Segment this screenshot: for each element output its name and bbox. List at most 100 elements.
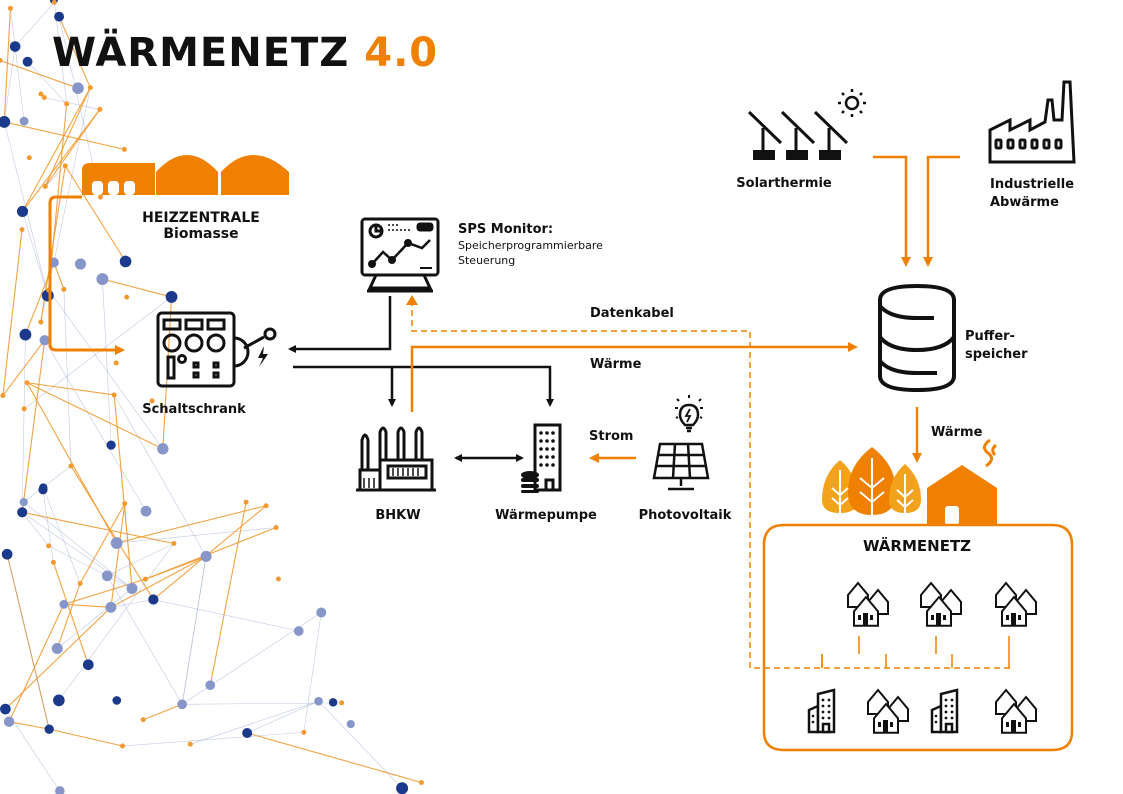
network-node [64,101,70,107]
netz-connectors [821,636,1010,668]
strom-label: Strom [589,429,634,444]
solarthermie-line [873,155,911,267]
network-edge [318,701,403,789]
network-node [72,82,84,94]
network-edge [14,46,25,122]
network-edge [57,588,133,649]
sun-icon [838,89,866,117]
network-edge [49,728,123,747]
building-house-cluster [867,688,909,734]
network-node [24,380,30,386]
abwaerme-label: Industrielle Abwärme [990,176,1074,212]
network-edge [22,511,175,545]
network-node [112,696,122,705]
network-edge [70,465,154,600]
datenkabel-line [411,303,1010,669]
network-edge [3,46,16,122]
network-buildings [807,581,1037,734]
factory-icon [988,80,1076,164]
network-node [0,115,11,128]
network-edge [2,339,46,396]
network-node [187,741,193,747]
network-node [200,550,212,562]
network-edge [190,700,319,745]
network-node [97,106,103,112]
network-node [1,548,13,560]
network-edge [247,732,422,784]
storage-tank-icon [878,283,956,393]
network-node [74,258,87,270]
network-node [7,5,13,11]
solar-thermal-icon [747,110,849,160]
waerme-netz-label: Wärme [931,425,983,440]
network-node [53,39,59,45]
network-node [110,537,123,549]
network-edge [113,394,207,557]
schaltschrank-label: Schaltschrank [142,402,246,417]
network-node [101,570,113,582]
network-node [26,155,32,161]
network-node [44,724,54,734]
network-node [0,703,11,715]
network-edge [10,8,16,47]
waermepumpe-label: Wärmepumpe [495,508,597,523]
network-node [113,360,119,366]
network-node [165,291,178,303]
network-edge [9,721,50,730]
sps-monitor-desc-line2: Steuerung [458,254,516,267]
network-node [62,163,68,169]
photovoltaik-label: Photovoltaik [638,508,732,523]
network-node [82,659,94,671]
network-edge [14,2,55,47]
abwaerme-line2: Abwärme [990,195,1059,210]
network-node [339,700,345,706]
network-edge [27,61,67,105]
building-apartment-block [807,688,836,734]
sps-monitor-desc-line1: Speicherprogrammierbare [458,239,603,252]
network-lines [0,0,422,792]
network-node [3,716,15,727]
solarthermie-label: Solarthermie [736,176,832,191]
network-node [148,594,159,605]
network-node [293,626,304,636]
building-house-cluster [847,581,889,627]
network-edge [63,603,111,608]
network-edge [44,340,147,512]
waermenetz-box [762,523,1074,752]
network-edge [106,575,183,705]
network-node [140,505,152,517]
network-node [17,507,28,518]
network-edge [63,289,72,466]
datenkabel-arrow [406,295,418,305]
heat-pump-windows [521,431,555,493]
network-node [61,286,67,292]
network-node [122,501,128,507]
network-edge [22,211,49,296]
network-node [53,694,65,707]
network-edge [303,612,322,733]
network-edge [58,543,175,701]
network-edge [145,527,277,580]
network-edge [209,502,247,686]
page-title: WÄRMENETZ 4.0 [52,30,438,76]
network-edge [21,512,49,547]
network-edge [247,700,319,734]
network-edge [23,465,72,503]
network-node [19,497,28,507]
network-node [396,782,409,794]
network-node [87,85,93,91]
network-edge [143,703,183,721]
network-edge [42,489,54,563]
network-node [124,294,130,300]
biomass-plant-icon [82,155,289,195]
network-node [41,95,47,101]
network-node [121,146,127,152]
monitor-chart-icon [360,217,440,293]
network-edge [107,543,175,577]
network-node [243,499,249,505]
network-edge [44,97,100,110]
network-edge [26,382,118,544]
network-edge [48,545,133,589]
cabinet-output-line [293,365,554,407]
network-node [119,255,132,268]
